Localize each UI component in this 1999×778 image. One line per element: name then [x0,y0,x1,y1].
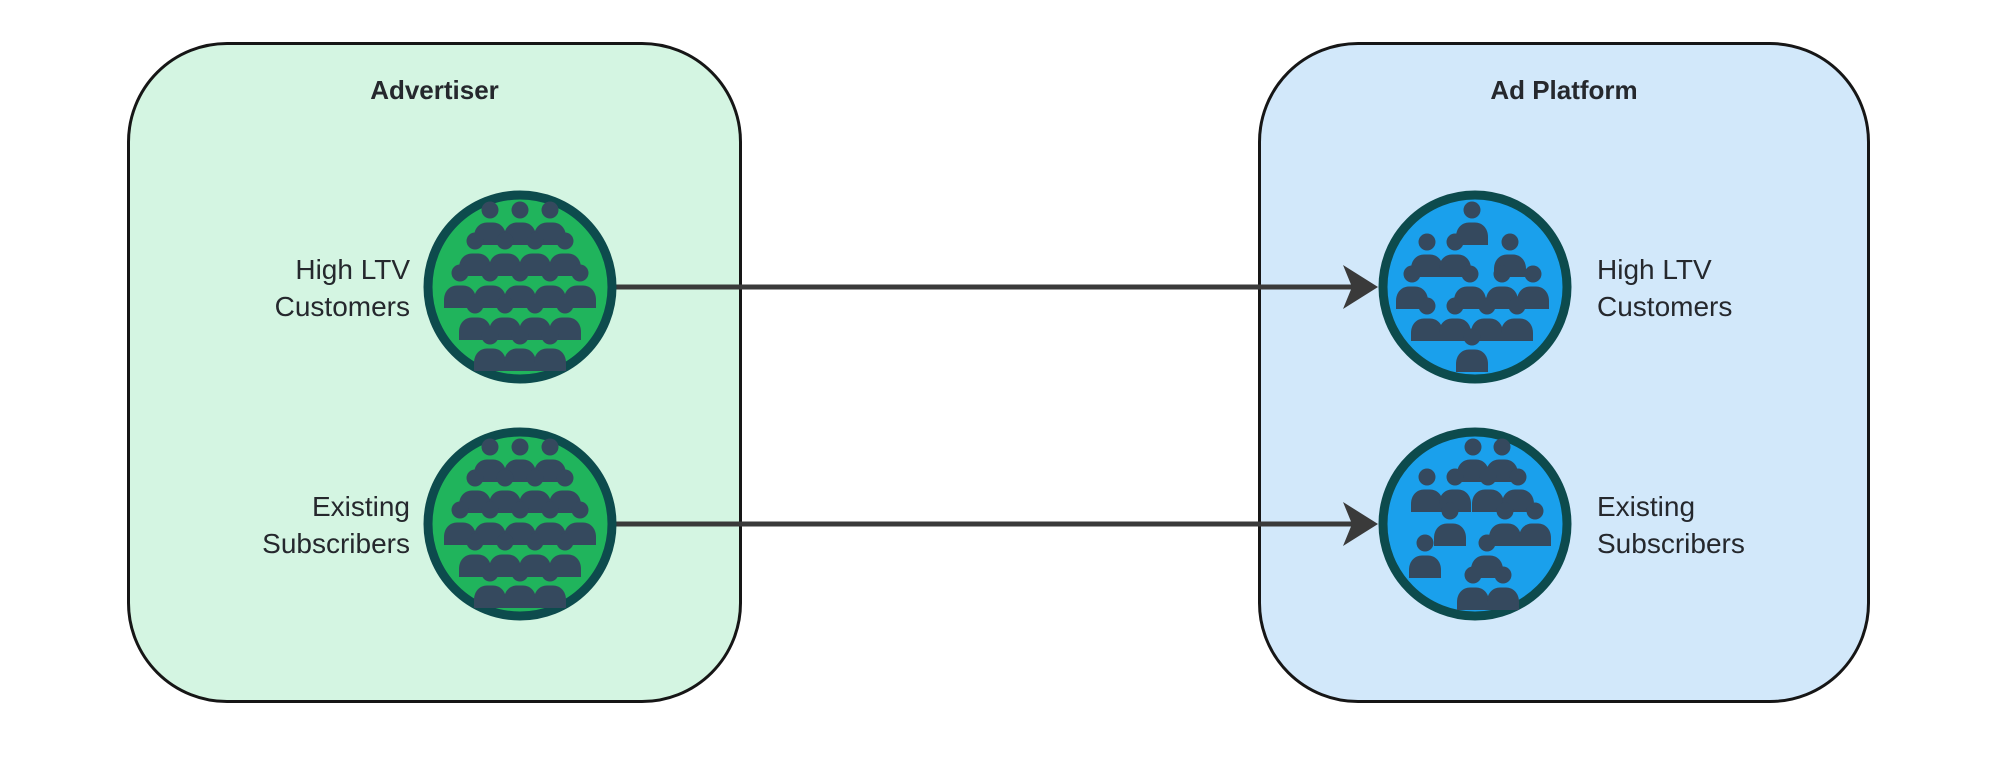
label-line: Existing [1597,491,1696,522]
group-title-ad-platform: Ad Platform [1490,75,1638,105]
node-label-platform-high-ltv: High LTV Customers [1597,251,1867,325]
arrowhead-icon [1343,265,1378,309]
label-line: High LTV [295,254,410,285]
label-line: Customers [274,291,410,322]
crowd-icon [423,190,617,384]
crowd-icon [423,427,617,621]
crowd-icon [1378,427,1572,621]
node-label-platform-existing-subscribers: Existing Subscribers [1597,488,1867,562]
node-label-advertiser-high-ltv: High LTV Customers [170,251,410,325]
node-advertiser-high-ltv [420,187,620,387]
edge-arrow-high-ltv [612,265,1378,309]
group-advertiser: Advertiser [127,42,742,703]
arrowhead-icon [1343,502,1378,546]
label-line: Subscribers [1597,528,1745,559]
label-line: Subscribers [262,528,410,559]
crowd-icon [1378,190,1572,384]
node-platform-high-ltv [1375,187,1575,387]
label-line: High LTV [1597,254,1712,285]
edge-arrow-existing-subscribers [612,502,1378,546]
node-platform-existing-subscribers [1375,424,1575,624]
label-line: Customers [1597,291,1733,322]
group-title-advertiser: Advertiser [370,75,499,105]
label-line: Existing [311,491,410,522]
node-label-advertiser-existing-subscribers: Existing Subscribers [170,488,410,562]
group-ad-platform: Ad Platform [1258,42,1870,703]
node-advertiser-existing-subscribers [420,424,620,624]
